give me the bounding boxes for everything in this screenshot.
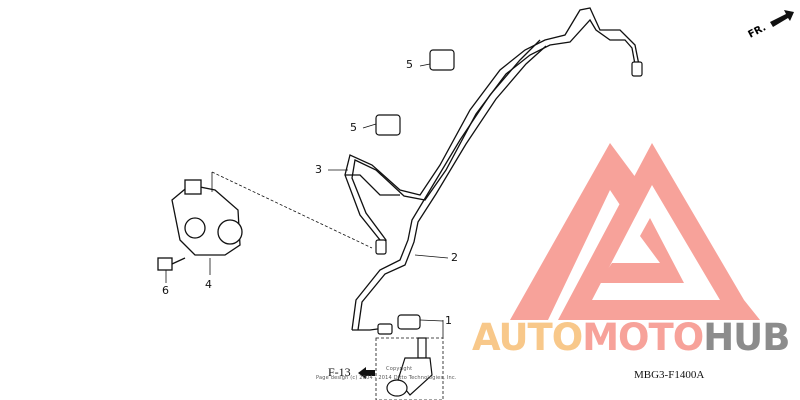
watermark-auto: AUTO [472, 316, 583, 359]
callout-1: 1 [445, 314, 452, 327]
callout-2: 2 [451, 251, 458, 264]
callout-3: 3 [315, 163, 322, 176]
clips [375, 49, 643, 335]
inset-label: Copyright [386, 366, 413, 372]
watermark-hub: HUB [703, 316, 790, 359]
drawing-code: MBG3-F1400A [634, 369, 705, 381]
valve-assembly [157, 179, 243, 271]
brake-lines [344, 7, 641, 331]
callout-6: 6 [162, 284, 169, 297]
fine-print: Page design (c) 2004 - 2014 Ditto Techno… [316, 375, 457, 381]
callout-5a: 5 [406, 58, 413, 71]
reference-arrow-icon [358, 367, 375, 379]
front-arrow-icon [770, 10, 794, 27]
watermark-moto: MOTO [582, 316, 704, 359]
leader-lines [165, 63, 449, 400]
reference-link[interactable]: F-13 [328, 365, 351, 379]
callout-5b: 5 [350, 121, 357, 134]
inset-part [386, 337, 433, 397]
watermark-logo [510, 143, 760, 320]
watermark-text: AUTOMOTOHUB [472, 316, 790, 359]
callout-4: 4 [205, 278, 212, 291]
